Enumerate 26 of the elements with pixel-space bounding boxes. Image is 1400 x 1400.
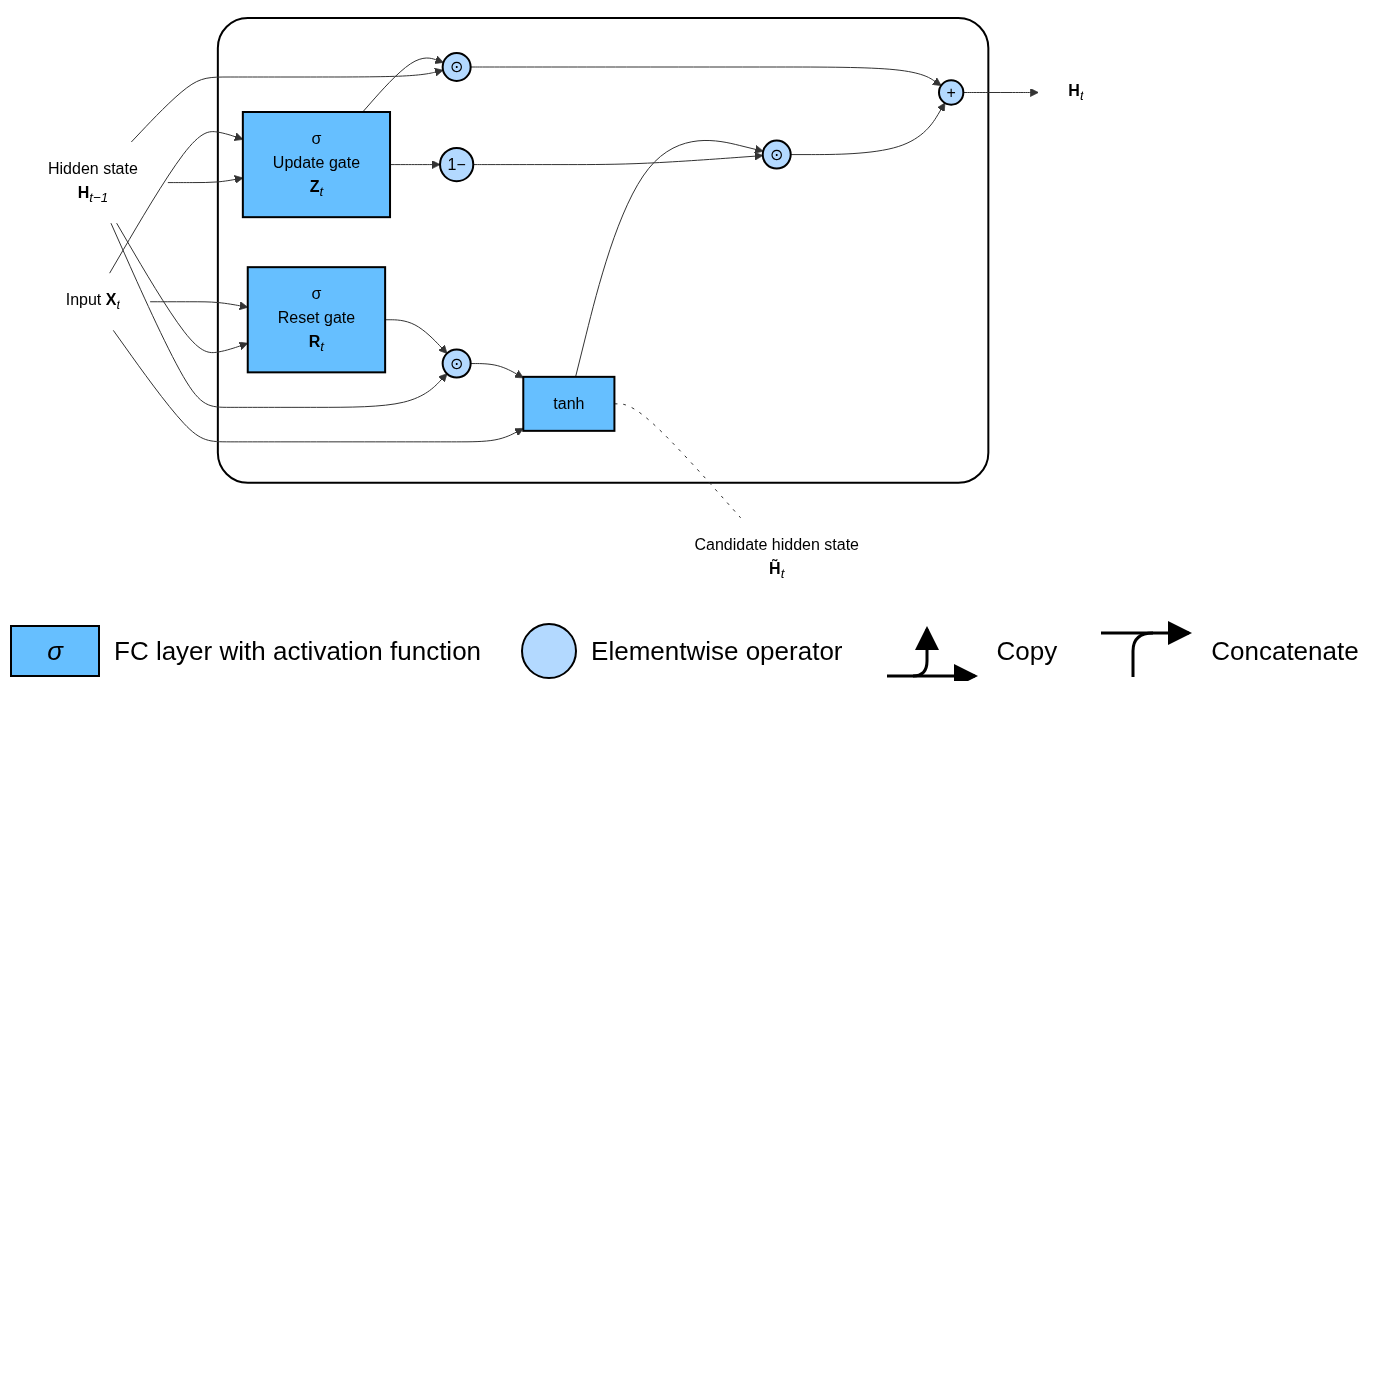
node-circle: ⊙ xyxy=(441,348,472,379)
legend-label: Elementwise operator xyxy=(591,635,843,667)
node-text: H$_{t}$ xyxy=(1068,81,1084,104)
legend-label: Concatenate xyxy=(1211,635,1359,667)
legend-label: FC layer with activation function xyxy=(114,635,482,667)
legend-label: Copy xyxy=(996,635,1058,667)
sigma-symbol: σ xyxy=(47,635,63,667)
node-box: σ Reset gate R$_{t}$ xyxy=(246,266,387,374)
node-text: Candidate hidden state H̃$_{t}$ xyxy=(694,535,859,582)
arrow xyxy=(575,139,764,378)
arrow xyxy=(790,102,946,156)
node-box: σ Update gate Z$_{t}$ xyxy=(241,111,392,219)
cluster xyxy=(216,17,990,484)
node-circle: + xyxy=(938,79,965,106)
node-circle: ⊙ xyxy=(761,139,792,170)
arrow xyxy=(470,66,942,86)
node-circle: 1− xyxy=(439,146,475,183)
arrow xyxy=(110,222,448,408)
node-circle: ⊙ xyxy=(441,52,472,82)
node-text: Input X$_{t}$ xyxy=(65,291,121,313)
node-text: Hidden state H$_{t−1}$ xyxy=(48,160,138,206)
arrow xyxy=(470,363,524,379)
arrow xyxy=(112,329,524,443)
node-box: tanh xyxy=(522,375,616,432)
arrow xyxy=(362,55,444,113)
arrow xyxy=(130,67,444,143)
